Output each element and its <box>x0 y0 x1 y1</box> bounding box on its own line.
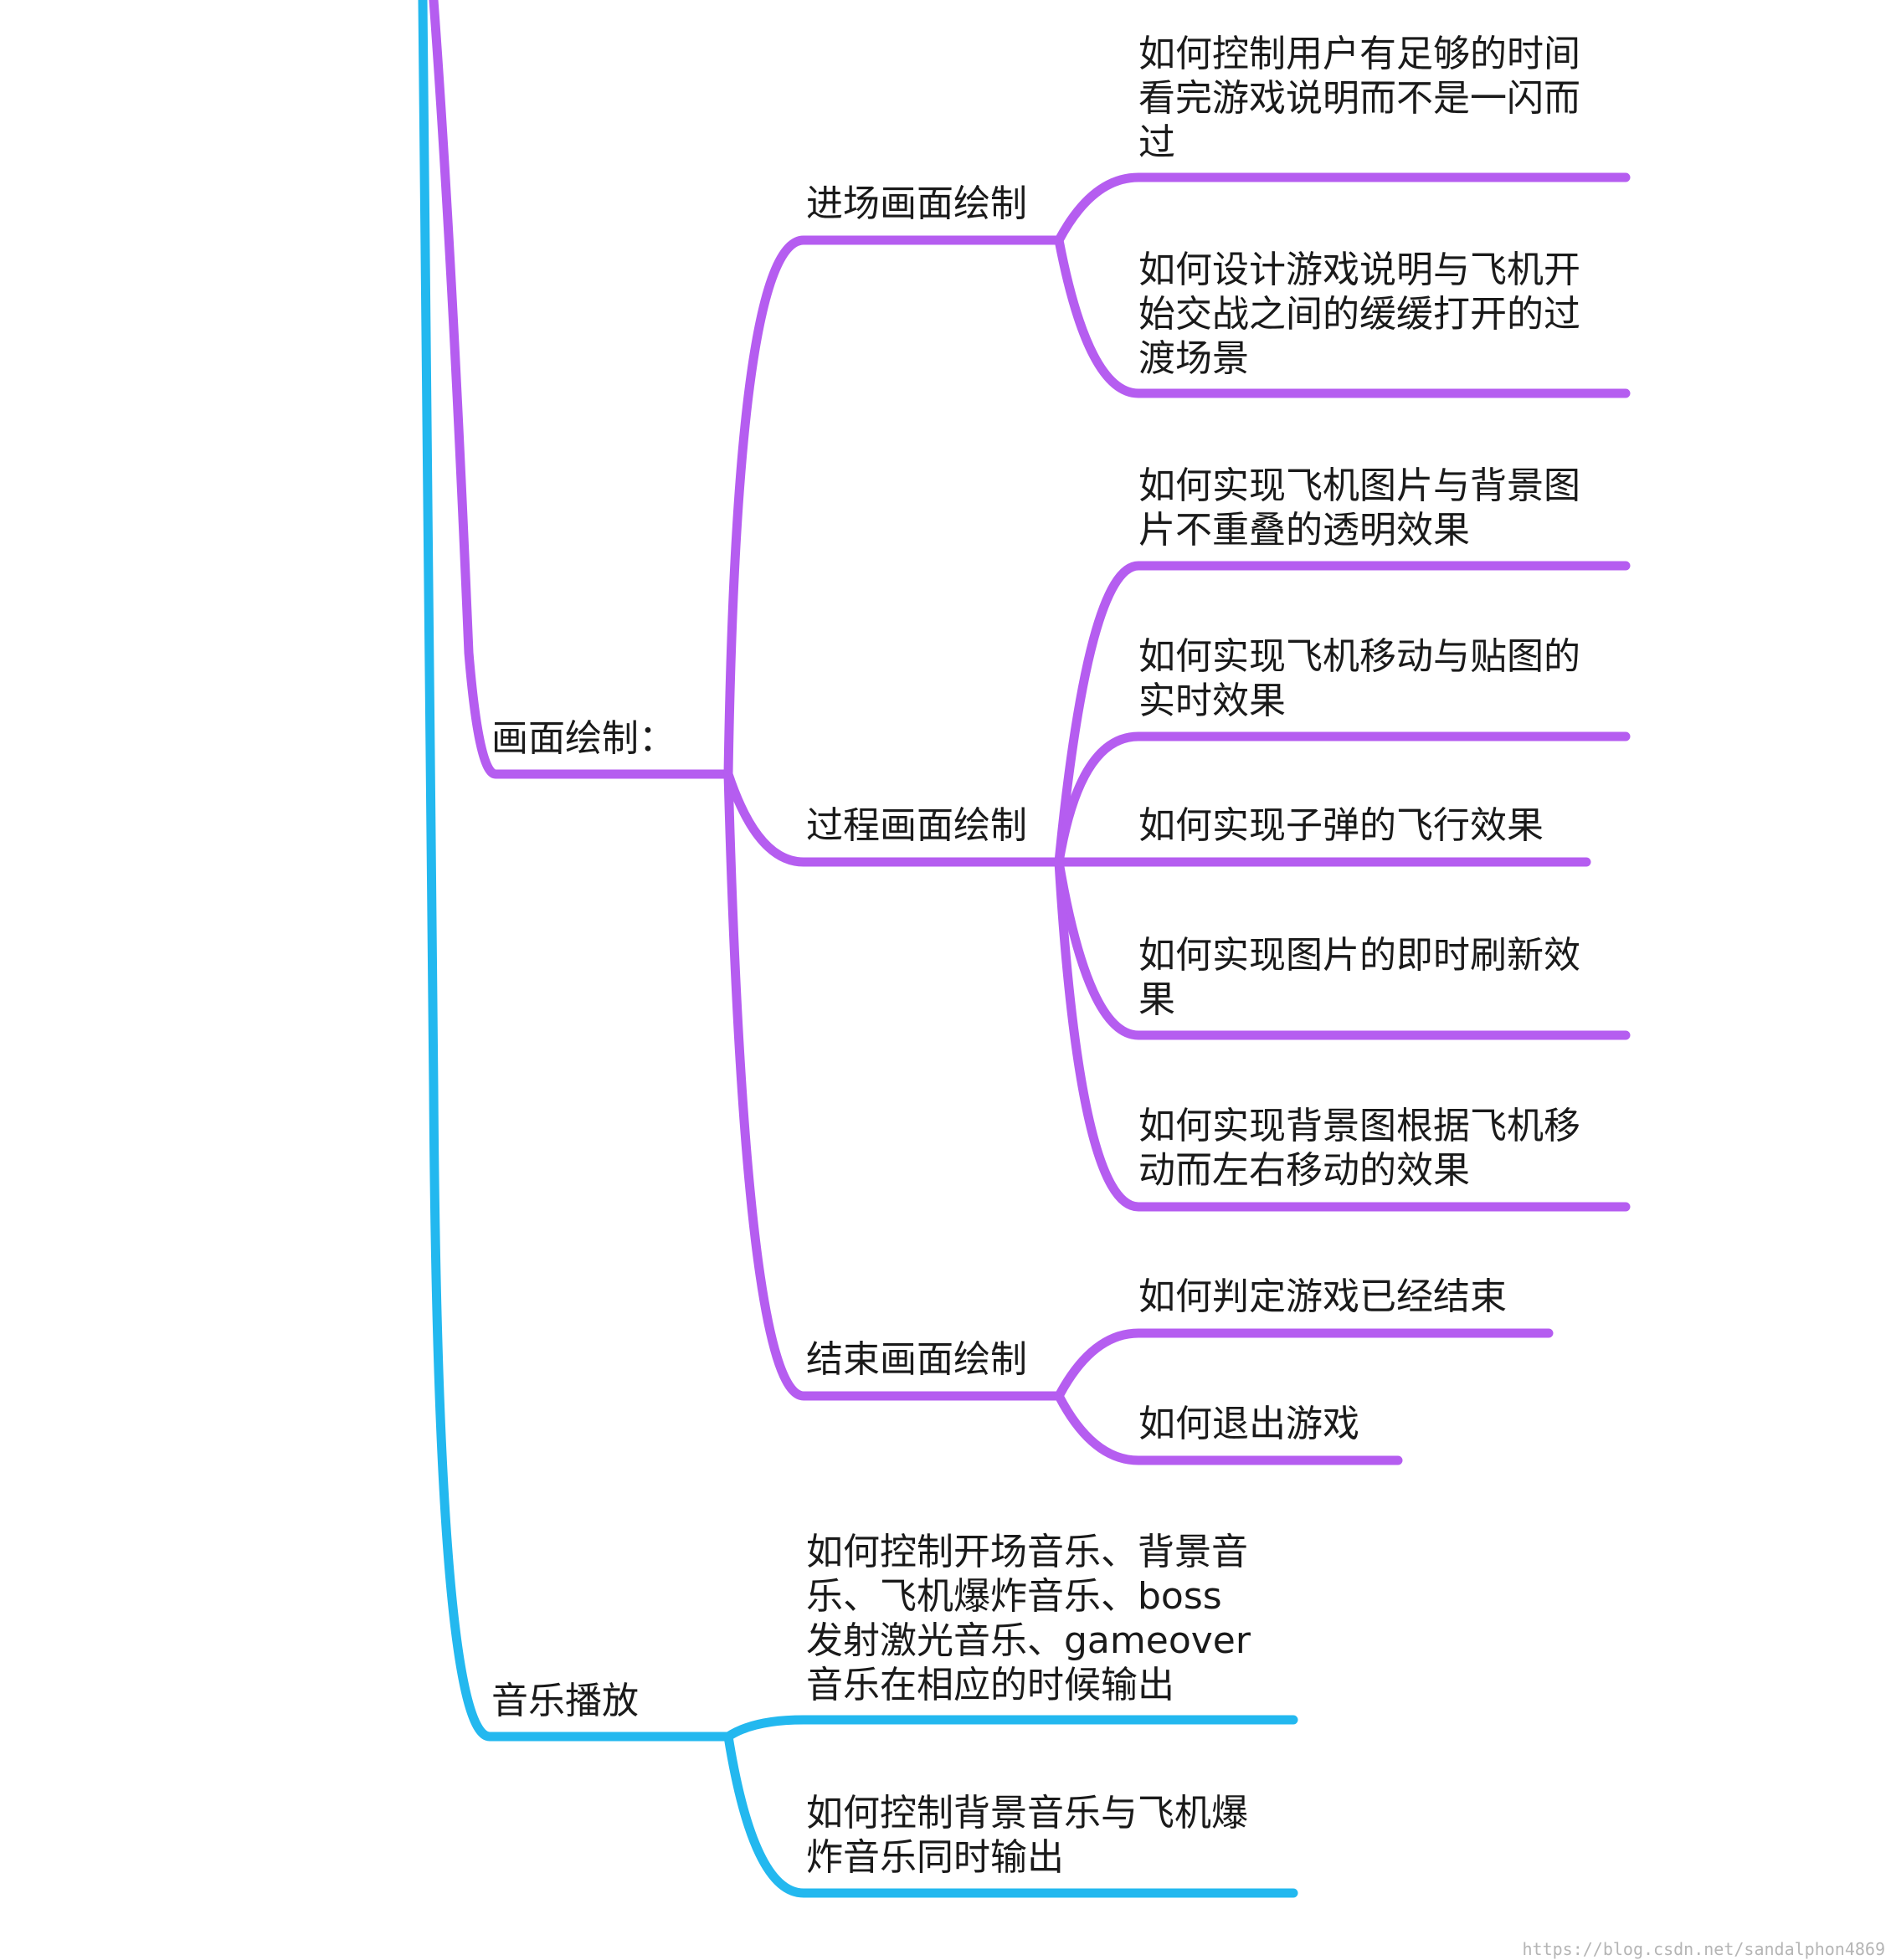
end-q1-line-1: 如何判定游戏已经结束 <box>1138 1275 1507 1318</box>
entry-q2-line <box>1054 235 1631 398</box>
process-q5-label: 如何实现背景图根据飞机移 动而左右移动的效果 <box>1138 1105 1592 1192</box>
process-q4-line-1: 如何实现图片的即时刷新效 <box>1138 934 1580 977</box>
process-q3-line-1: 如何实现子弹的飞行效果 <box>1138 804 1544 847</box>
entry-q1-label: 如何控制用户有足够的时间 看完游戏说明而不是一闪而 过 <box>1138 33 1592 164</box>
entry-q2-line-3: 渡场景 <box>1138 337 1249 380</box>
process-q2-label: 如何实现飞机移动与贴图的 实时效果 <box>1138 635 1592 722</box>
process-q2-line-2: 实时效果 <box>1138 680 1286 722</box>
entry-q1-line-2: 看完游戏说明而不是一闪而 <box>1138 77 1580 120</box>
music-q1-label: 如何控制开场音乐、背景音 乐、飞机爆炸音乐、boss 发射激光音乐、gameov… <box>806 1531 1262 1706</box>
entry-branch-line <box>723 235 1064 779</box>
entry-q1-line-3: 过 <box>1138 121 1175 164</box>
end-draw-label: 结束画面绘制 <box>806 1338 1027 1381</box>
end-q1-label: 如何判定游戏已经结束 <box>1138 1275 1507 1318</box>
end-branch-line <box>723 769 1064 1401</box>
process-q1-line-1: 如何实现飞机图片与背景图 <box>1138 464 1580 507</box>
entry-q1-line-1: 如何控制用户有足够的时间 <box>1138 33 1580 75</box>
process-q2-line <box>1054 731 1631 867</box>
entry-q2-line-2: 始交战之间的缓缓打开的过 <box>1138 293 1580 336</box>
process-q3-label: 如何实现子弹的飞行效果 <box>1138 804 1544 847</box>
music-q1-line <box>723 1715 1298 1742</box>
process-q4-line <box>1054 857 1631 1040</box>
end-q2-line <box>1054 1391 1403 1465</box>
process-q2-line-1: 如何实现飞机移动与贴图的 <box>1138 635 1580 678</box>
process-q4-line-2: 果 <box>1138 978 1175 1021</box>
music-q1-line-1: 如何控制开场音乐、背景音 <box>806 1531 1248 1573</box>
entry-q2-label: 如何设计游戏说明与飞机开 始交战之间的缓缓打开的过 渡场景 <box>1138 249 1592 380</box>
process-draw-label: 过程画面绘制 <box>806 804 1027 847</box>
process-q1-label: 如何实现飞机图片与背景图 片不重叠的透明效果 <box>1138 464 1592 552</box>
entry-q2-line-1: 如何设计游戏说明与飞机开 <box>1138 249 1580 291</box>
music-q2-line-2: 炸音乐同时输出 <box>806 1836 1064 1879</box>
end-q2-line-1: 如何退出游戏 <box>1138 1403 1359 1445</box>
music-q2-line-1: 如何控制背景音乐与飞机爆 <box>806 1792 1248 1834</box>
process-q1-line <box>1054 561 1631 867</box>
music-q2-line <box>723 1732 1298 1898</box>
trunk-branch-line <box>418 0 733 1742</box>
entry-q1-line <box>1054 172 1631 245</box>
watermark-text: https://blog.csdn.net/sandalphon4869 <box>1523 1939 1885 1959</box>
music-q2-label: 如何控制背景音乐与飞机爆 炸音乐同时输出 <box>806 1792 1260 1879</box>
music-q1-line-2: 乐、飞机爆炸音乐、boss <box>806 1575 1222 1618</box>
process-q5-line-2: 动而左右移动的效果 <box>1138 1149 1470 1192</box>
music-main-label: 音乐播放 <box>491 1680 639 1722</box>
end-q1-line <box>1054 1328 1554 1401</box>
process-q1-line-2: 片不重叠的透明效果 <box>1138 509 1470 552</box>
music-q1-line-3: 发射激光音乐、gameover <box>806 1619 1251 1662</box>
process-branch-line <box>723 769 1064 867</box>
music-q1-line-4: 音乐在相应的时候输出 <box>806 1664 1174 1706</box>
process-q5-line-1: 如何实现背景图根据飞机移 <box>1138 1105 1580 1147</box>
draw-main-label: 画面绘制： <box>491 717 676 760</box>
end-q2-label: 如何退出游戏 <box>1138 1403 1359 1445</box>
process-q5-line <box>1054 857 1631 1212</box>
entry-draw-label: 进场画面绘制 <box>806 182 1027 225</box>
draw-branch-line <box>429 0 733 779</box>
process-q4-label: 如何实现图片的即时刷新效 果 <box>1138 934 1592 1021</box>
